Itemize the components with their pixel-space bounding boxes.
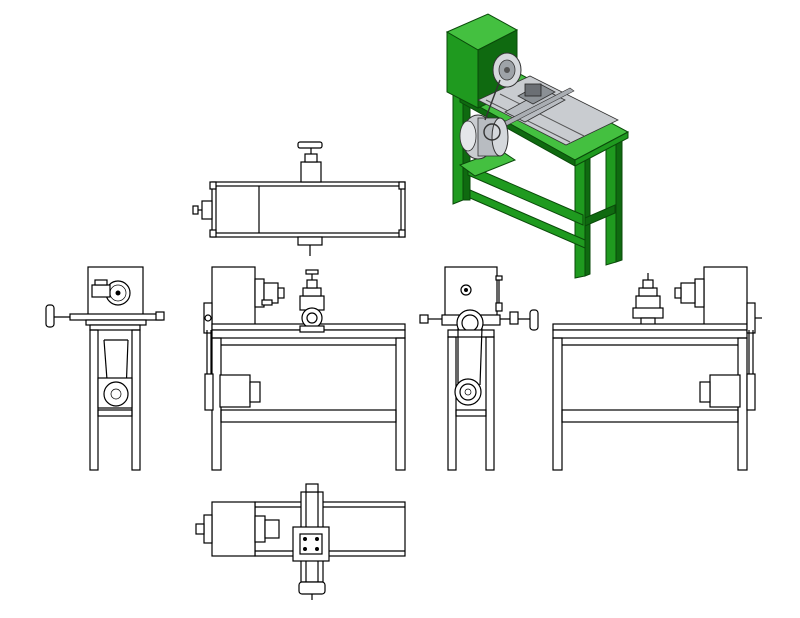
rear-view: [552, 266, 762, 471]
isometric-view: [445, 13, 630, 279]
top-view: [192, 141, 406, 256]
bottom-view: [195, 483, 406, 600]
left-side-view: [45, 266, 165, 471]
right-side-view: [419, 266, 539, 471]
front-view: [203, 266, 406, 471]
